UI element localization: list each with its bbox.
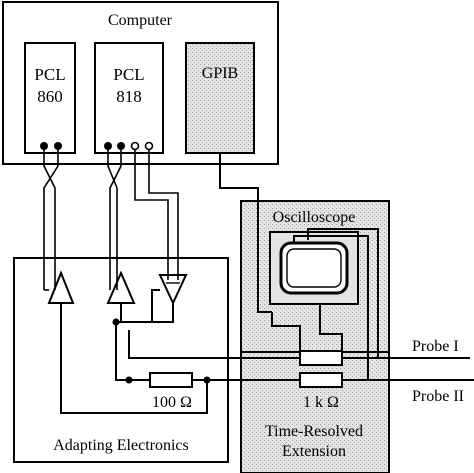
probe2-resistor: [299, 372, 343, 388]
card-gpib: GPIB: [185, 42, 255, 154]
gpib-label: GPIB: [202, 65, 238, 82]
oscilloscope-screen: [279, 241, 349, 295]
resistor-100-ohm: [149, 372, 193, 388]
resistor-1k-label: 1 k Ω: [303, 394, 339, 411]
extension-line2: Extension: [282, 443, 346, 460]
pcl818-pin-1: [104, 142, 112, 150]
pcl860-pin-2: [54, 142, 62, 150]
probe2-label: Probe II: [412, 388, 464, 405]
computer-block: Computer PCL 860 PCL 818 GPIB: [2, 1, 279, 165]
pcl818-pin-4: [144, 141, 154, 151]
card-pcl818: PCL 818: [94, 42, 164, 154]
pcl818-pin-3: [130, 141, 140, 151]
pcl860-pin-1: [40, 142, 48, 150]
pcl860-line2: 860: [37, 87, 63, 106]
extension-line1: Time-Resolved: [265, 423, 363, 440]
card-pcl860: PCL 860: [24, 42, 76, 154]
oscilloscope-label: Oscilloscope: [273, 209, 356, 226]
resistor-100-label: 100 Ω: [152, 394, 192, 411]
oscilloscope-block: Oscilloscope Time-Resolved Extension: [240, 200, 390, 473]
pcl860-line1: PCL: [34, 65, 65, 84]
amplifier-3: [158, 274, 188, 306]
pcl818-pin-2: [117, 142, 125, 150]
adapting-label: Adapting Electronics: [53, 437, 189, 454]
probe1-label: Probe I: [412, 338, 459, 355]
pcl818-line1: PCL: [113, 65, 144, 84]
computer-title: Computer: [108, 12, 173, 29]
probe1-resistor: [299, 350, 343, 366]
pcl818-line2: 818: [116, 87, 142, 106]
